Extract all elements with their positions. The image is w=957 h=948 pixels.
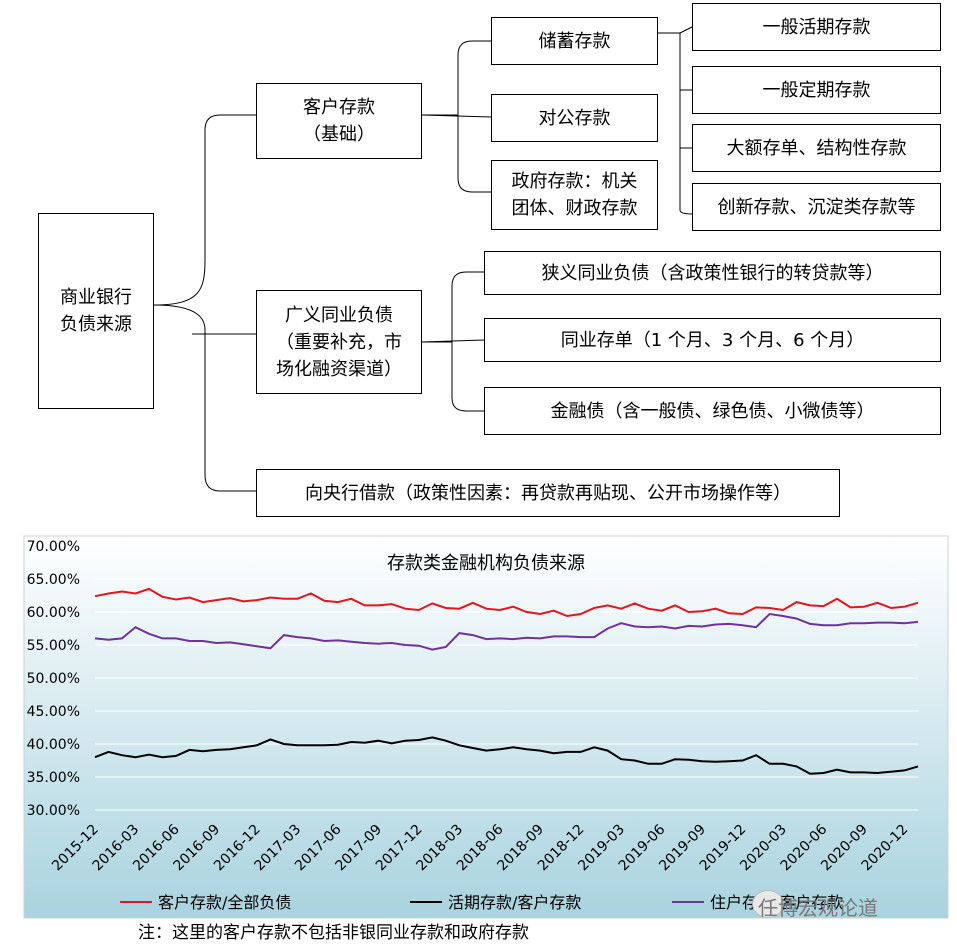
y-tick-label: 60.00%: [27, 605, 80, 621]
y-tick-label: 40.00%: [27, 737, 80, 753]
series-line-2: [94, 612, 919, 651]
legend-label: 活期存款/客户存款: [448, 893, 581, 912]
chart-background: [23, 535, 949, 919]
y-tick-label: 50.00%: [27, 671, 80, 687]
legend-label: 客户存款/全部负债: [158, 893, 291, 912]
series-line-1: [94, 736, 919, 775]
chart-title: 存款类金融机构负债来源: [387, 553, 585, 574]
line-chart: 30.00% 35.00% 40.00% 45.00% 50.00% 55.00% 60.0…: [23, 535, 949, 919]
chart-note: 注：这里的客户存款不包括非银同业存款和政府存款: [138, 923, 529, 943]
y-tick-label: 55.00%: [27, 638, 80, 654]
y-tick-label: 30.00%: [27, 803, 80, 819]
general-demand-box: 一般活期存款: [692, 3, 941, 51]
general-time-box: 一般定期存款: [692, 66, 941, 114]
y-tick-label: 65.00%: [27, 572, 80, 588]
tree-connectors: [153, 26, 693, 492]
central-bank-box: 向央行借款（政策性因素：再贷款再贴现、公开市场操作等）: [256, 469, 840, 517]
watermark-text: 任博宏观论道: [758, 896, 878, 920]
root-box: 商业银行 负债来源: [38, 213, 154, 409]
narrow-interbank-box: 狭义同业负债（含政策性银行的转贷款等）: [484, 251, 941, 295]
customer-deposit-box: 客户存款 （基础）: [256, 83, 422, 159]
corporate-box: 对公存款: [491, 94, 658, 142]
savings-box: 储蓄存款: [491, 17, 658, 65]
wechat-icon: [752, 890, 784, 918]
innovative-box: 创新存款、沉淀类存款等: [692, 183, 941, 231]
y-tick-label: 70.00%: [27, 539, 80, 555]
government-box: 政府存款：机关 团体、财政存款: [491, 160, 658, 230]
large-cd-box: 大额存单、结构性存款: [692, 124, 941, 172]
series-line-0: [94, 587, 919, 618]
y-tick-label: 35.00%: [27, 770, 80, 786]
interbank-cd-box: 同业存单（1 个月、3 个月、6 个月）: [484, 318, 941, 362]
financial-bonds-box: 金融债（含一般债、绿色债、小微债等）: [484, 387, 941, 435]
interbank-box: 广义同业负债 （重要补充，市 场化融资渠道）: [256, 290, 422, 394]
y-tick-label: 45.00%: [27, 704, 80, 720]
